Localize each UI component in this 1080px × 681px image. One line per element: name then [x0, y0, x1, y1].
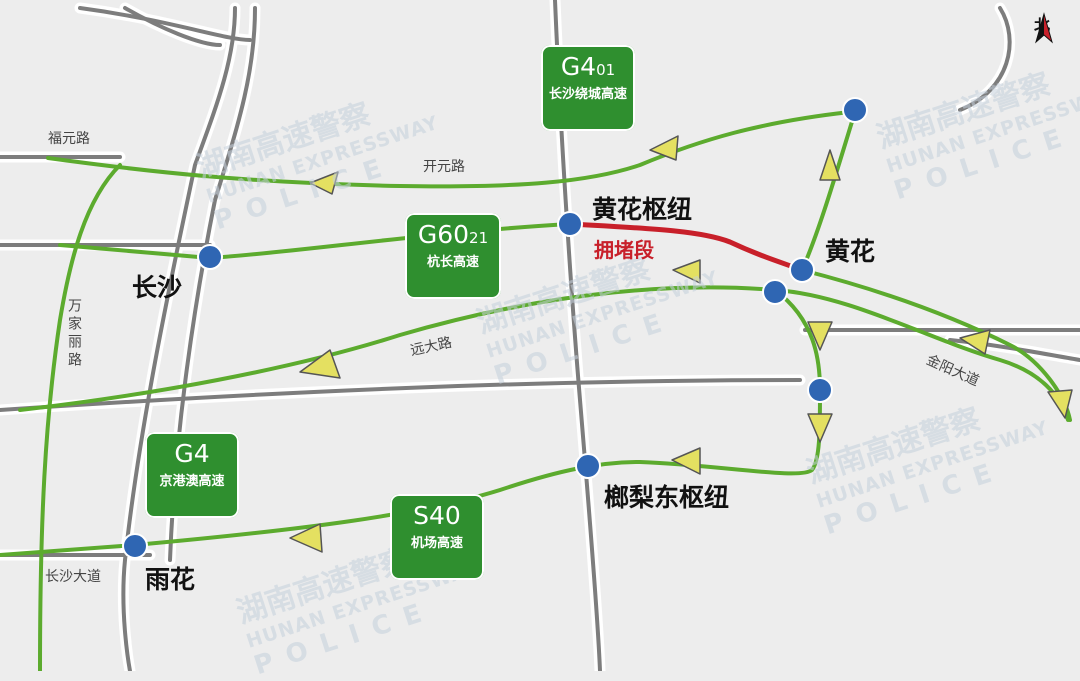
direction-arrow-icon: [807, 413, 833, 443]
direction-arrow-icon: [299, 349, 341, 379]
road-label-fuyuan: 福元路: [48, 131, 90, 147]
junction-node-huanghua-hub[interactable]: [557, 211, 583, 237]
junction-node-langli-hub[interactable]: [575, 453, 601, 479]
road-label-kaiyuan: 开元路: [423, 159, 465, 175]
route-shield-s40: S40 机场高速: [390, 494, 484, 580]
direction-arrow-icon: [959, 329, 991, 355]
route-shield-name: 杭长高速: [426, 255, 479, 271]
route-shield-name: 机场高速: [410, 536, 463, 552]
direction-arrow-icon: [1047, 389, 1073, 419]
junction-node[interactable]: [842, 97, 868, 123]
route-shield-name: 京港澳高速: [159, 474, 225, 490]
route-shield-code: S40: [413, 501, 461, 530]
direction-arrow-icon: [671, 447, 701, 475]
road-label-changsha-avenue: 长沙大道: [45, 569, 101, 585]
direction-arrow-icon: [807, 321, 833, 351]
north-arrow-icon: [1035, 12, 1053, 44]
junction-node-yuhua[interactable]: [122, 533, 148, 559]
direction-arrow-icon: [672, 259, 701, 284]
route-shield-name: 长沙绕城高速: [548, 87, 627, 103]
junction-node[interactable]: [807, 377, 833, 403]
route-shield-g60-21: G6021 杭长高速: [405, 213, 501, 299]
route-shield-code: G401: [560, 52, 616, 81]
place-label-yuhua: 雨花: [145, 565, 196, 594]
junction-node-huanghua[interactable]: [789, 257, 815, 283]
road-label-wanjiali: 万家丽路: [66, 298, 82, 370]
direction-arrow-icon: [309, 171, 339, 195]
junction-node[interactable]: [762, 279, 788, 305]
congestion-segment: [567, 221, 805, 273]
junction-nodes: [122, 97, 868, 559]
direction-arrow-icon: [289, 523, 323, 553]
route-shield-code: G6021: [417, 220, 489, 249]
direction-arrows: [289, 135, 1073, 553]
place-label-langli-hub: 榔梨东枢纽: [604, 483, 730, 512]
place-label-huanghua-hub: 黄花枢纽: [592, 195, 693, 224]
junction-node-changsha[interactable]: [197, 244, 223, 270]
north-compass: 北: [1034, 12, 1053, 44]
direction-arrow-icon: [649, 135, 679, 161]
direction-arrow-icon: [819, 149, 841, 181]
congestion-label: 拥堵段: [594, 238, 654, 262]
route-shield-code: G4: [174, 439, 210, 468]
place-label-changsha: 长沙: [132, 273, 183, 302]
route-shield-g4-01: G401 长沙绕城高速: [541, 45, 635, 131]
place-label-huanghua: 黄花: [825, 237, 876, 266]
route-shield-g4: G4 京港澳高速: [145, 432, 239, 518]
